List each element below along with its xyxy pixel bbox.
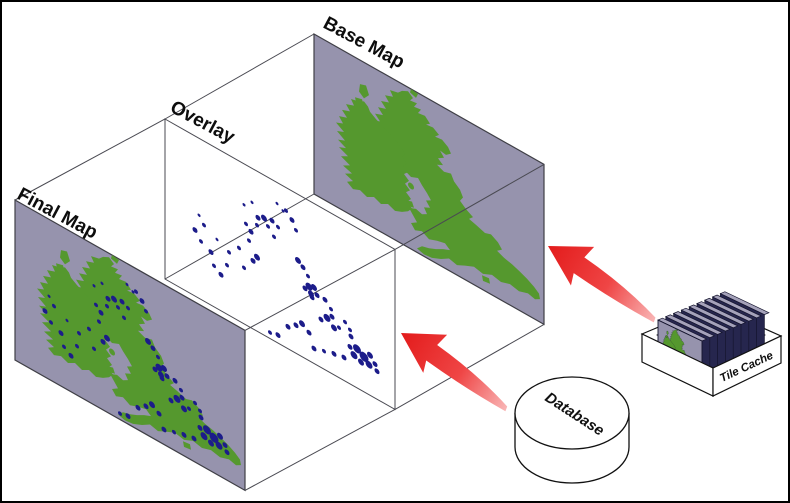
tile-cache: Tile Cache	[640, 291, 783, 397]
wireframe	[14, 33, 545, 491]
database-top	[514, 376, 630, 450]
arrow-tilecache-to-basemap	[536, 226, 672, 332]
wireframe-top-left-chain	[14, 33, 315, 201]
arrow-database-to-overlay	[389, 313, 524, 421]
wireframe-bottom-left-chain	[164, 193, 315, 280]
tile-cache-right-face	[712, 335, 782, 397]
wireframe-bottom-right-chain	[244, 323, 545, 491]
database-cylinder: Database	[514, 376, 630, 484]
wireframe-top-right-chain	[244, 163, 545, 331]
